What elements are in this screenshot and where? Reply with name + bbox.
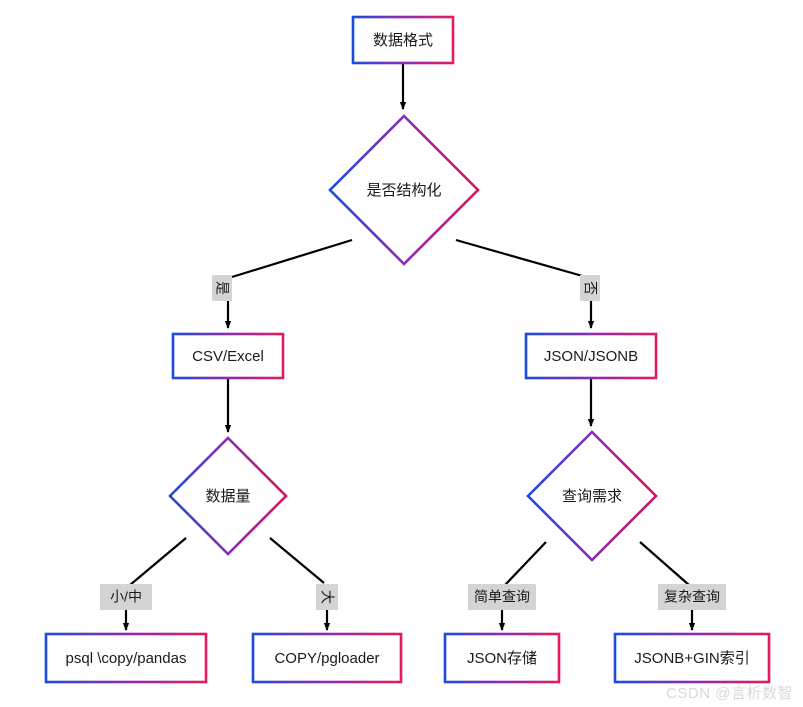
node-is-structured-label: 是否结构化 (366, 182, 441, 199)
node-data-format-label: 数据格式 (373, 32, 433, 49)
edge-label-no: 否 (580, 275, 600, 301)
edge-structured-to-csv (231, 238, 353, 279)
node-psql-copy-pandas[interactable]: psql \copy/pandas (44, 632, 208, 684)
edge-label-yes: 是 (212, 275, 232, 301)
node-data-volume-label: 数据量 (205, 488, 250, 505)
edge-volume-to-copy (269, 537, 325, 584)
node-copy-pgloader-label: COPY/pgloader (274, 650, 379, 667)
edge-label-complex-query-text: 复杂查询 (664, 589, 720, 605)
edge-label-large: 大 (316, 584, 338, 610)
edge-label-simple-query-text: 简单查询 (474, 589, 530, 605)
edge-label-small-medium-text: 小/中 (110, 589, 142, 605)
nodes-layer: 数据格式 是否结构化 CSV/Excel JSON/JSONB 数据量 查询需求 (44, 15, 771, 684)
edges-layer (122, 63, 696, 632)
node-data-volume[interactable]: 数据量 (168, 436, 288, 556)
edge-label-simple-query: 简单查询 (468, 584, 536, 610)
node-jsonb-gin-index[interactable]: JSONB+GIN索引 (613, 632, 771, 684)
edge-volume-to-psql (129, 537, 187, 586)
watermark: CSDN @言析数智 (666, 685, 793, 702)
node-data-format[interactable]: 数据格式 (351, 15, 455, 65)
edge-query-to-jsonstore (504, 541, 547, 586)
edge-label-no-text: 否 (582, 281, 598, 295)
node-json-jsonb[interactable]: JSON/JSONB (524, 332, 658, 380)
node-json-storage-label: JSON存储 (467, 650, 537, 667)
edge-label-large-text: 大 (319, 590, 335, 604)
edge-query-to-gin (639, 541, 690, 586)
edge-labels-layer: 是 否 小/中 大 简单查询 复杂查询 (100, 275, 726, 610)
node-json-storage[interactable]: JSON存储 (443, 632, 561, 684)
edge-label-complex-query: 复杂查询 (658, 584, 726, 610)
edge-label-yes-text: 是 (214, 281, 230, 295)
node-csv-excel[interactable]: CSV/Excel (171, 332, 285, 380)
node-query-need[interactable]: 查询需求 (526, 430, 658, 562)
node-is-structured[interactable]: 是否结构化 (328, 114, 480, 266)
edge-structured-to-json (455, 238, 587, 279)
node-csv-excel-label: CSV/Excel (192, 348, 264, 365)
node-json-jsonb-label: JSON/JSONB (544, 348, 638, 365)
node-psql-copy-pandas-label: psql \copy/pandas (66, 650, 187, 667)
node-jsonb-gin-index-label: JSONB+GIN索引 (634, 650, 749, 667)
node-copy-pgloader[interactable]: COPY/pgloader (251, 632, 403, 684)
node-query-need-label: 查询需求 (562, 488, 622, 505)
edge-label-small-medium: 小/中 (100, 584, 152, 610)
